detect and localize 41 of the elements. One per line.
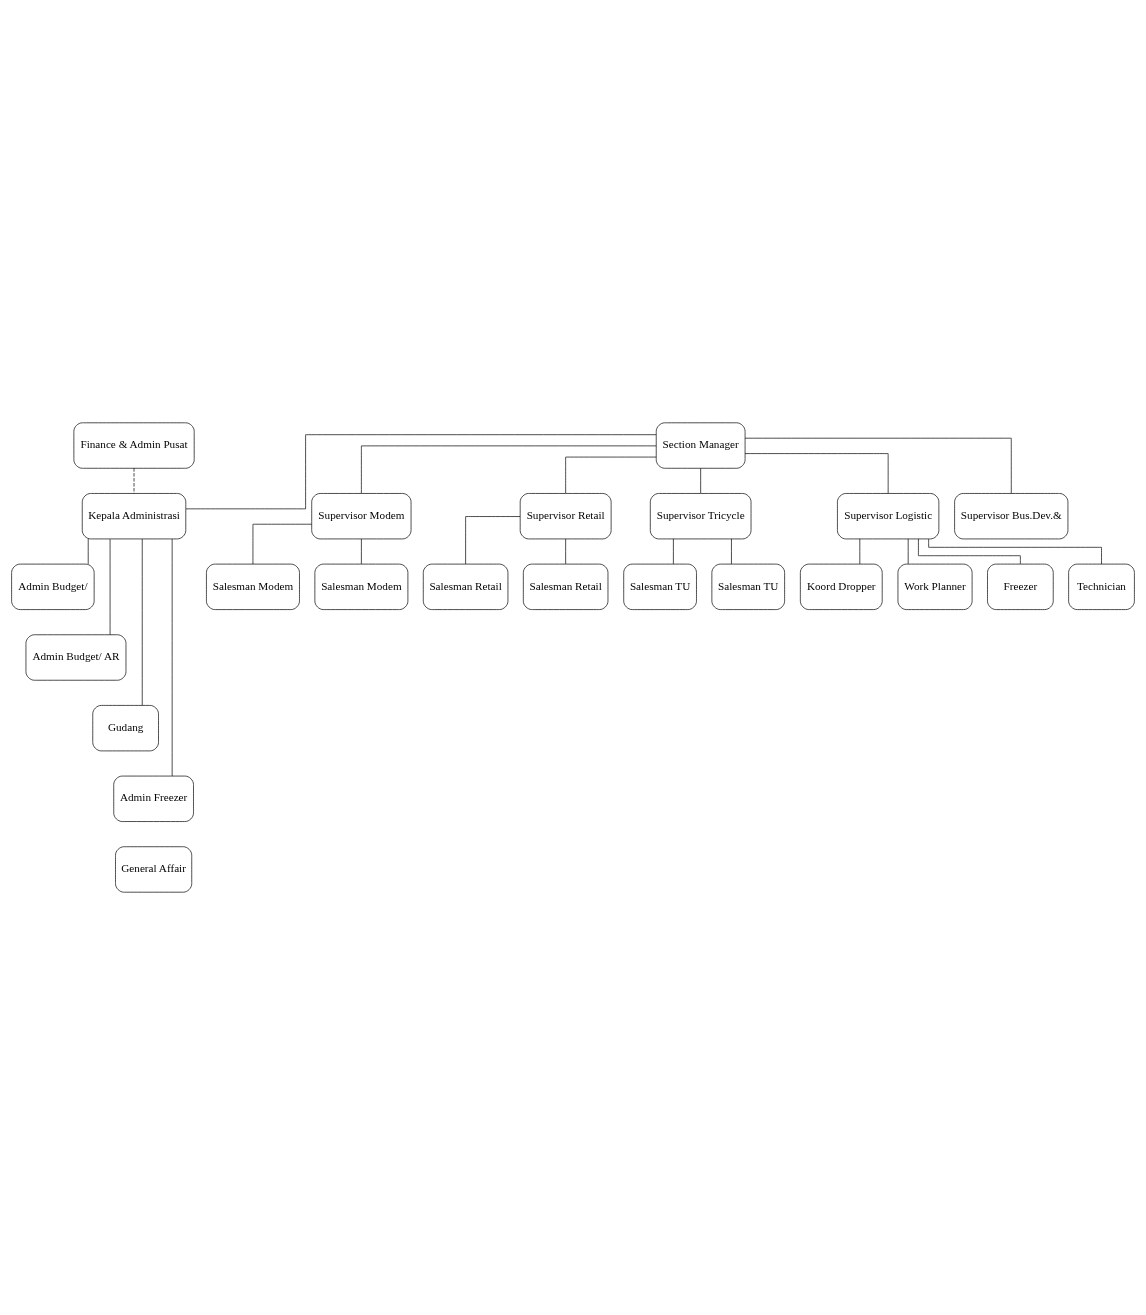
node-box: Salesman Modem — [314, 563, 409, 610]
node-box: Salesman Retail — [422, 563, 509, 610]
node-box: Supervisor Retail — [519, 493, 612, 540]
connector — [744, 453, 889, 494]
node-box: Salesman TU — [711, 563, 785, 610]
connector — [918, 538, 1021, 565]
connector — [744, 437, 1012, 494]
node-box: Admin Freezer — [113, 775, 194, 822]
node-box: Supervisor Bus.Dev.& — [954, 493, 1069, 540]
connector — [465, 516, 521, 565]
connector — [928, 538, 1102, 565]
node-box: Koord Dropper — [800, 563, 883, 610]
node-box: Section Manager — [655, 422, 746, 469]
node-box: Technician — [1068, 563, 1135, 610]
node-box: Gudang — [92, 705, 159, 752]
node-box: Work Planner — [897, 563, 973, 610]
node-box: Salesman TU — [623, 563, 697, 610]
connector — [361, 445, 657, 494]
node-box: Supervisor Logistic — [837, 493, 940, 540]
connector — [109, 538, 111, 636]
node-box: Supervisor Modem — [311, 493, 412, 540]
connector — [252, 523, 312, 565]
connector — [700, 467, 701, 494]
node-box: General Affair — [115, 846, 193, 893]
node-box: Admin Budget/ AR — [25, 634, 127, 681]
node-box: Kepala Administrasi — [81, 493, 187, 540]
connector — [731, 538, 732, 565]
connector — [361, 538, 362, 565]
connector — [673, 538, 674, 565]
node-box: Salesman Modem — [206, 563, 300, 610]
node-box: Freezer — [987, 563, 1054, 610]
node-box: Supervisor Tricycle — [649, 493, 752, 540]
connector — [87, 538, 89, 565]
connector — [133, 467, 135, 494]
connector — [185, 434, 657, 510]
connector — [565, 538, 566, 565]
connector — [141, 538, 143, 706]
connector — [565, 456, 657, 494]
node-box: Admin Budget/ — [11, 563, 95, 610]
node-box: Salesman Retail — [523, 563, 609, 610]
node-box: Finance & Admin Pusat — [73, 422, 195, 469]
